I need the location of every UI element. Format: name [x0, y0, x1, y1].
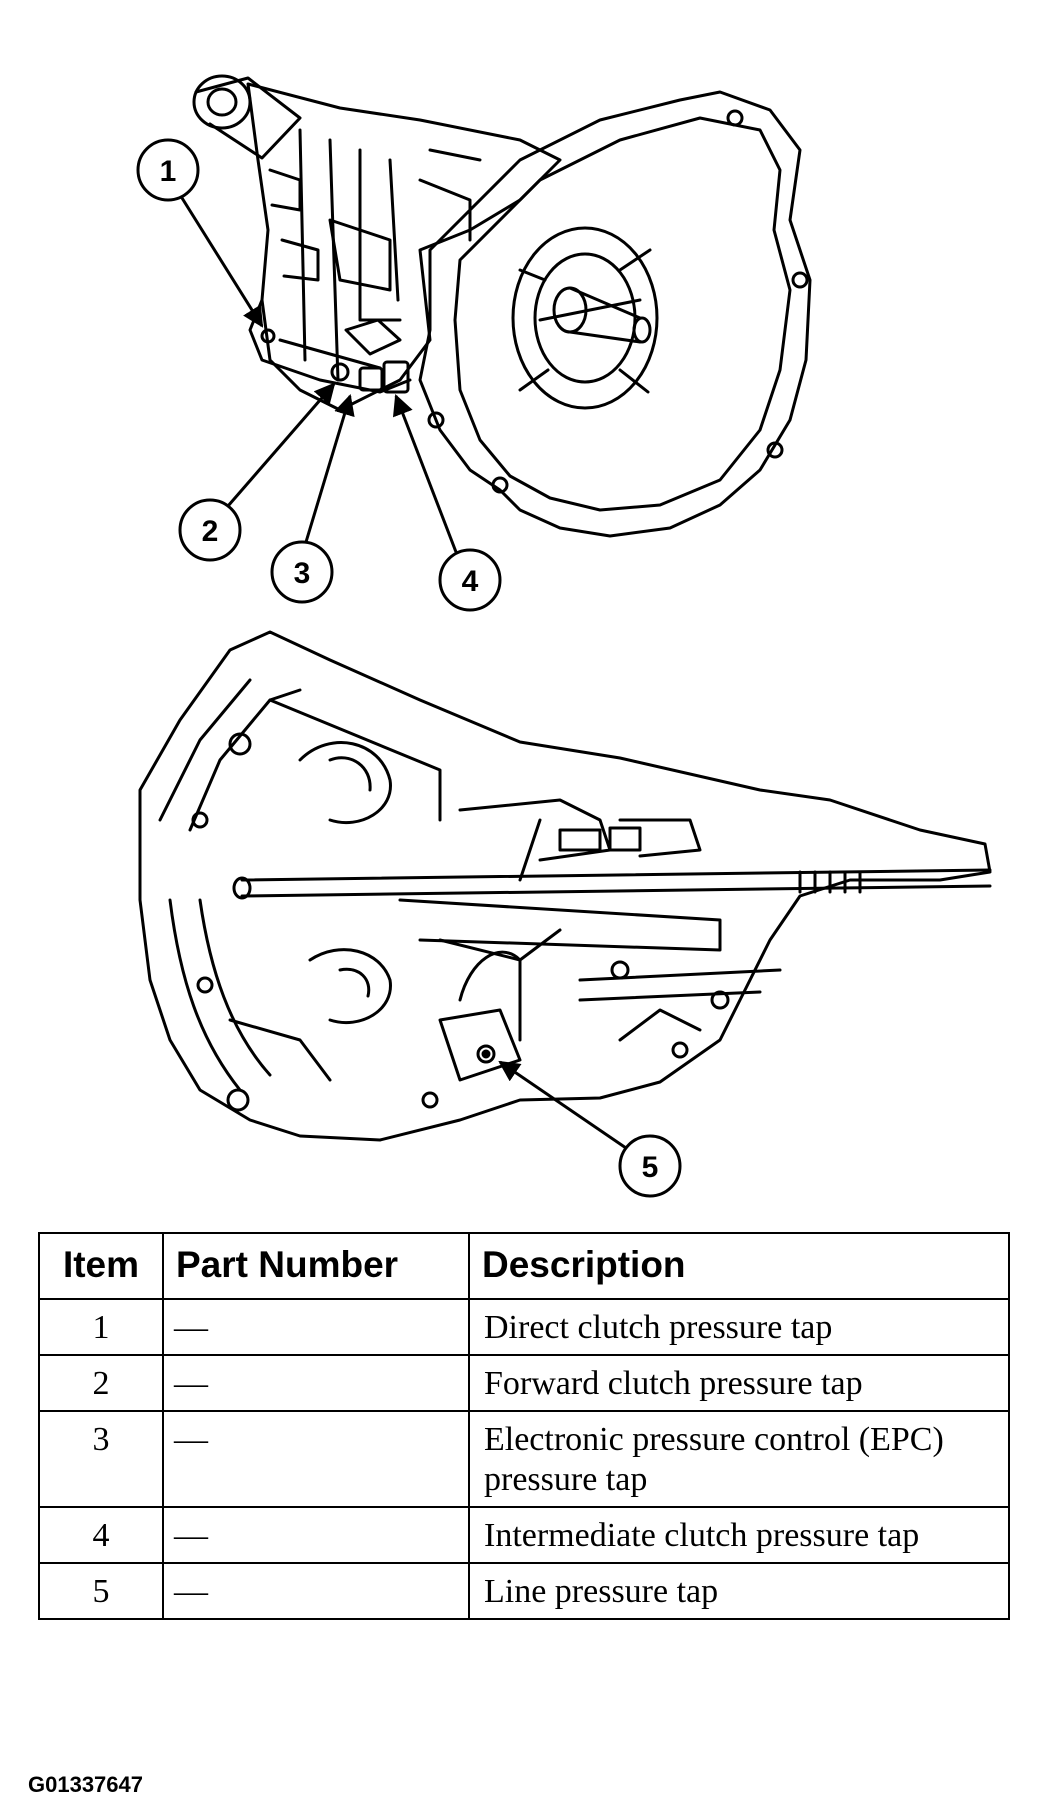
table-row: 4 — Intermediate clutch pressure tap — [38, 1506, 1010, 1564]
table-row: 1 — Direct clutch pressure tap — [38, 1298, 1010, 1356]
description-cell: Line pressure tap — [468, 1562, 1010, 1620]
description-cell: Electronic pressure control (EPC) pressu… — [468, 1410, 1010, 1508]
callout-2: 2 — [178, 382, 336, 562]
part-number-cell: — — [162, 1354, 470, 1412]
callout-2-label: 2 — [202, 515, 219, 548]
callout-1-label: 1 — [160, 155, 177, 188]
callout-1: 1 — [136, 138, 264, 328]
callout-3-label: 3 — [294, 557, 311, 590]
upper-transmission-illustration — [192, 74, 812, 538]
description-cell: Forward clutch pressure tap — [468, 1354, 1010, 1412]
part-number-cell: — — [162, 1298, 470, 1356]
part-number-cell: — — [162, 1562, 470, 1620]
item-cell: 1 — [38, 1298, 164, 1356]
lower-transmission-illustration — [138, 630, 992, 1142]
part-number-column-header: Part Number — [162, 1232, 470, 1300]
callout-5: 5 — [498, 1060, 682, 1198]
table-row: 3 — Electronic pressure control (EPC) pr… — [38, 1410, 1010, 1508]
transmission-diagram: 1 2 3 4 — [136, 74, 992, 1198]
description-column-header: Description — [468, 1232, 1010, 1300]
figure-code: G01337647 — [28, 1772, 143, 1797]
part-number-cell: — — [162, 1506, 470, 1564]
callout-4: 4 — [392, 394, 502, 612]
part-number-cell: — — [162, 1410, 470, 1508]
item-cell: 5 — [38, 1562, 164, 1620]
callout-5-label: 5 — [642, 1151, 659, 1184]
item-cell: 2 — [38, 1354, 164, 1412]
item-cell: 4 — [38, 1506, 164, 1564]
description-cell: Intermediate clutch pressure tap — [468, 1506, 1010, 1564]
callout-3: 3 — [270, 393, 355, 604]
item-column-header: Item — [38, 1232, 164, 1300]
description-cell: Direct clutch pressure tap — [468, 1298, 1010, 1356]
item-cell: 3 — [38, 1410, 164, 1508]
callout-4-label: 4 — [462, 565, 479, 598]
table-header-row: Item Part Number Description — [38, 1232, 1010, 1300]
table-row: 5 — Line pressure tap — [38, 1562, 1010, 1620]
table-row: 2 — Forward clutch pressure tap — [38, 1354, 1010, 1412]
parts-table: Item Part Number Description 1 — Direct … — [38, 1232, 1010, 1620]
